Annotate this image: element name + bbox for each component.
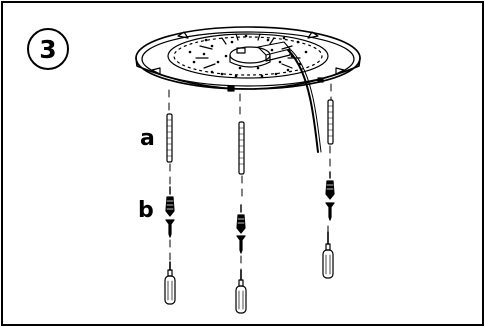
callout-label-b: b xyxy=(138,198,154,223)
screwdriver-middle xyxy=(235,269,247,314)
step-number: 3 xyxy=(39,34,57,64)
anchor-screw-right xyxy=(325,171,335,221)
power-cable xyxy=(287,49,319,153)
screwdriver-left xyxy=(164,261,176,305)
anchor-screw-left xyxy=(165,186,175,238)
alignment-guides xyxy=(168,83,332,273)
ceiling-plate xyxy=(135,26,361,92)
step-number-badge: 3 xyxy=(27,28,69,70)
threaded-rod-middle xyxy=(238,121,245,175)
threaded-rod-right xyxy=(327,99,334,145)
callout-label-a: a xyxy=(140,126,155,151)
screwdriver-right xyxy=(322,231,334,279)
anchor-screw-middle xyxy=(236,204,246,254)
threaded-rod-left xyxy=(166,113,173,163)
